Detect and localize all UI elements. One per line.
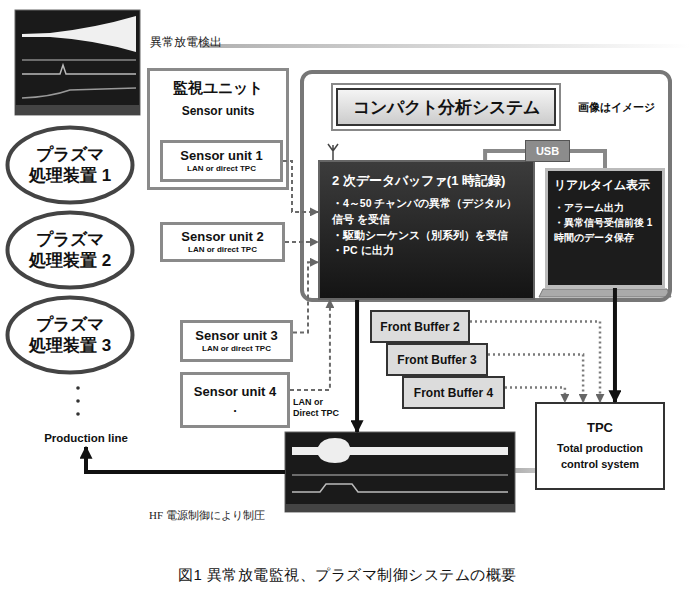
box-heading: リアルタイム表示: [554, 178, 656, 193]
shadow-bar: [200, 44, 690, 48]
ellipse-outline: [5, 125, 135, 205]
connection-note: LAN or direct TPC: [202, 344, 271, 354]
sensor-unit-box: Sensor unit 3LAN or direct TPC: [180, 320, 293, 362]
monitor-group-box: 監視ユニット Sensor unitsSensor unit 1LAN or di…: [147, 68, 289, 190]
scope-status-bar: [285, 504, 515, 512]
group-subheading: Sensor units: [182, 104, 255, 118]
equipment-name: プラズマ 処理装置 3: [20, 314, 120, 357]
oscilloscope-screen: [285, 432, 515, 512]
sensor-unit-box: Sensor unit 4.: [180, 372, 290, 428]
link-line: [570, 151, 605, 168]
signal-arrow: [355, 300, 359, 432]
ellipse-outline: [8, 298, 133, 373]
usb-box: USB: [525, 140, 570, 162]
link-line: [293, 262, 318, 332]
front-buffer-box: Front Buffer 2: [370, 310, 470, 343]
ellipse-outline: [5, 295, 135, 375]
production-line-label: Production line: [30, 428, 142, 447]
buffer-name: Front Buffer 2: [380, 320, 459, 334]
data-buffer-box: 2 次データバッファ(1 時記録) ・4～50 チャンバの異常（デジタル）信号 を…: [318, 160, 535, 300]
line-name: Production line: [44, 432, 128, 444]
continuation-dot: [76, 412, 80, 416]
tpc-box: TPC Total production control system: [535, 402, 665, 490]
sensor-unit-box: Sensor unit 1LAN or direct TPC: [160, 140, 283, 182]
ellipse-outline: [8, 213, 133, 288]
unit-name: Sensor unit 2: [181, 229, 263, 245]
continuation-dot: [76, 386, 80, 390]
bullet-item: ・アラーム出力: [554, 200, 656, 215]
image-caption: HF 電源制御により制圧: [149, 508, 265, 523]
unit-name: Sensor unit 1: [180, 148, 262, 164]
equipment-name: プラズマ 処理装置 1: [20, 144, 120, 187]
suppressed-waveform: [292, 438, 508, 463]
signal-trace: [22, 88, 136, 98]
equipment-ellipse: プラズマ 処理装置 2: [5, 210, 135, 290]
group-heading: 監視ユニット: [173, 79, 263, 98]
ellipse-outline: [5, 210, 135, 290]
connection-note: LAN or direct TPC: [187, 164, 256, 174]
bullet-item: ・4～50 チャンバの異常（デジタル）信号 を受信: [332, 196, 523, 228]
sensor-unit-box: Sensor unit 2LAN or direct TPC: [160, 222, 285, 262]
signal-arrow: [86, 447, 285, 472]
antenna-symbol: [328, 144, 338, 160]
group-heading: コンパクト分析システム: [336, 88, 556, 126]
link-line: [485, 151, 525, 160]
equipment-name: プラズマ 処理装置 2: [20, 229, 120, 272]
front-buffer-box: Front Buffer 4: [402, 376, 505, 409]
signal-arrow: [613, 288, 617, 402]
link-line: [290, 300, 330, 390]
scope-status-bar: [15, 105, 140, 115]
oscilloscope-image: HF 電源制御により制圧: [285, 432, 515, 512]
bullet-item: ・異常信号受信前後 1 時間のデータ保存: [554, 215, 656, 245]
link-line: [505, 388, 565, 402]
unit-name: Sensor unit 4: [194, 384, 276, 400]
front-buffer-box: Front Buffer 3: [386, 343, 488, 376]
box-body: Total production control system: [541, 441, 659, 472]
bullet-item: ・駆動シーケンス（別系列）を受信: [332, 228, 523, 244]
image-caption: 異常放電検出: [150, 34, 222, 51]
realtime-display-screen: リアルタイム表示・アラーム出力・異常信号受信前後 1 時間のデータ保存: [545, 168, 665, 288]
bullet-item: ・PC に出力: [332, 243, 523, 259]
image-note: 画像はイメージ: [578, 100, 655, 115]
unit-name: Sensor unit 3: [195, 328, 277, 344]
edge-label: LAN or Direct TPC: [293, 397, 347, 419]
signal-trace: [22, 65, 136, 74]
buffer-name: Front Buffer 3: [397, 353, 476, 367]
discharge-waveform: [22, 16, 136, 52]
box-heading: TPC: [587, 420, 613, 435]
signal-trace: [22, 59, 136, 61]
continuation-mark: .: [233, 400, 237, 416]
signal-trace: [292, 474, 508, 476]
laptop-base: [539, 289, 671, 297]
equipment-ellipse: プラズマ 処理装置 3: [5, 295, 135, 375]
continuation-dot: [76, 399, 80, 403]
equipment-ellipse: プラズマ 処理装置 1: [5, 125, 135, 205]
port-name: USB: [536, 145, 559, 157]
oscilloscope-screen: [15, 10, 140, 115]
oscilloscope-image: 異常放電検出: [15, 10, 140, 115]
buffer-name: Front Buffer 4: [414, 386, 493, 400]
signal-trace: [292, 484, 508, 492]
connection-note: LAN or direct TPC: [188, 245, 257, 255]
ellipse-outline: [8, 128, 133, 203]
box-heading: 2 次データバッファ(1 時記録): [332, 172, 523, 190]
figure-caption: 図1 異常放電監視、プラズマ制御システムの概要: [0, 566, 695, 585]
